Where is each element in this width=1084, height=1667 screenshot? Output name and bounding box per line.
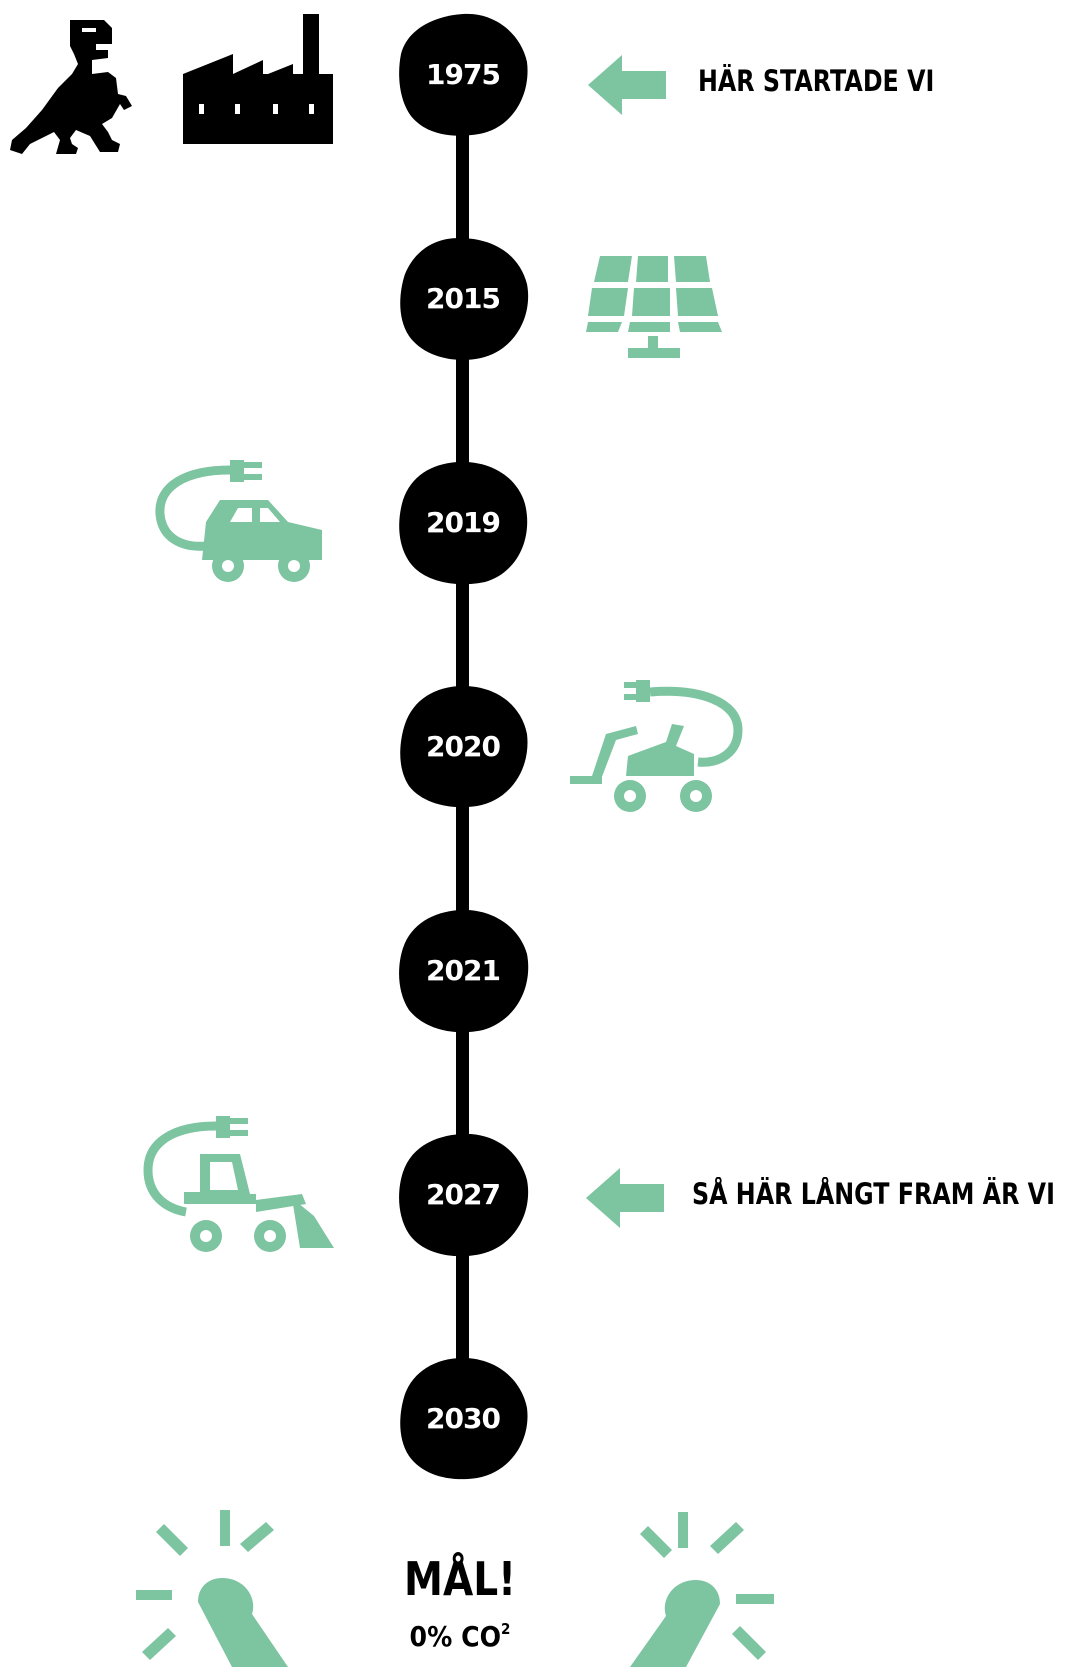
arrow-left-icon <box>588 55 666 115</box>
goal-subtitle: 0% CO2 <box>388 1620 532 1653</box>
year-node-2021: 2021 <box>397 908 529 1032</box>
celebration-icon <box>136 1510 288 1667</box>
electric-scooter-icon <box>570 680 743 812</box>
electric-car-icon <box>155 460 322 582</box>
year-node-2019: 2019 <box>397 460 529 584</box>
year-node-2027: 2027 <box>397 1132 529 1256</box>
year-label: 2019 <box>426 505 501 539</box>
year-label: 2015 <box>426 281 501 315</box>
year-label: 2021 <box>426 953 501 987</box>
year-node-2030: 2030 <box>397 1356 529 1480</box>
dinosaur-icon <box>10 20 132 154</box>
goal-subtitle-sup: 2 <box>501 1620 511 1638</box>
caption-progress: SÅ HÄR LÅNGT FRAM ÄR VI <box>692 1177 1055 1211</box>
factory-icon <box>183 14 333 144</box>
arrow-left-icon <box>586 1168 664 1228</box>
caption-start: HÄR STARTADE VI <box>698 64 935 98</box>
year-label: 2027 <box>426 1177 501 1211</box>
year-label: 2030 <box>426 1401 501 1435</box>
celebration-icon <box>630 1512 774 1667</box>
year-node-2015: 2015 <box>397 236 529 360</box>
electric-loader-icon <box>143 1116 334 1252</box>
year-node-2020: 2020 <box>397 684 529 808</box>
solar-panel-icon <box>586 256 722 358</box>
year-label: 2020 <box>426 729 501 763</box>
goal-title: MÅL! <box>404 1552 516 1606</box>
year-node-1975: 1975 <box>397 12 529 136</box>
goal-subtitle-text: 0% CO <box>409 1620 502 1653</box>
year-label: 1975 <box>426 57 501 91</box>
